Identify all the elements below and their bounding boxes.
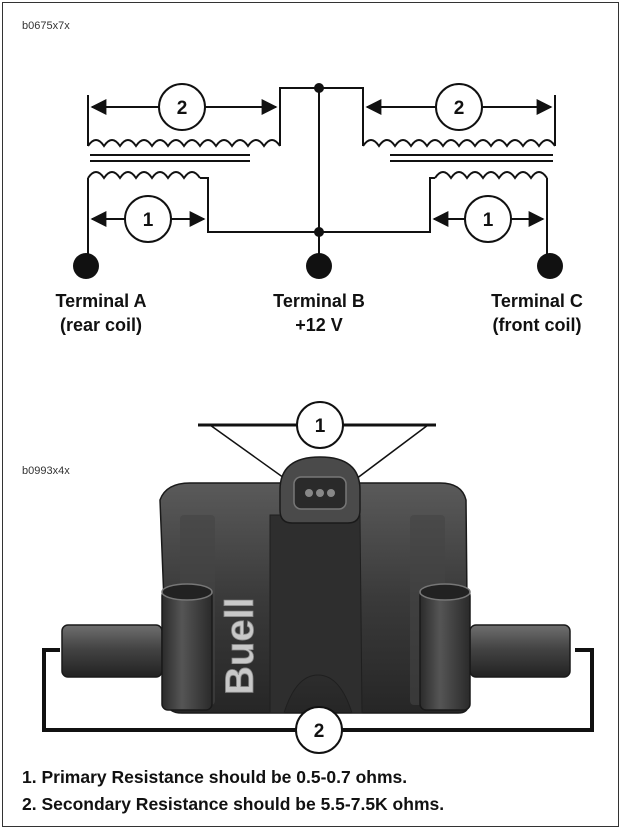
terminal-a-name: Terminal A [55, 291, 146, 311]
photo-figure-id: b0993x4x [22, 465, 70, 477]
callout-primary-right: 1 [483, 210, 494, 231]
terminal-b-dot [306, 253, 332, 279]
callout-primary-photo: 1 [315, 416, 326, 437]
coil-schematic: 2 2 1 1 Terminal A (rear coil) Terminal … [55, 83, 583, 335]
terminal-a-desc: (rear coil) [60, 315, 142, 335]
right-secondary-winding [362, 139, 556, 148]
right-primary-winding [434, 171, 548, 180]
terminal-c-desc: (front coil) [493, 315, 582, 335]
left-secondary-winding [87, 139, 281, 148]
left-secondary-lead-right [279, 87, 355, 146]
coil-illustration: 1 Buell 2 [42, 401, 594, 754]
schematic-figure-id: b0675x7x [22, 20, 70, 32]
terminal-a-dot [73, 253, 99, 279]
left-primary-winding [87, 171, 201, 180]
terminal-c-dot [537, 253, 563, 279]
note-primary-resistance: 1. Primary Resistance should be 0.5-0.7 … [22, 767, 408, 787]
callout-secondary-right: 2 [454, 98, 465, 119]
callout-primary-left: 1 [143, 210, 154, 231]
callout-secondary-left: 2 [177, 98, 188, 119]
terminal-c-name: Terminal C [491, 291, 583, 311]
callout-secondary-photo: 2 [314, 721, 325, 742]
terminal-b-desc: +12 V [295, 315, 343, 335]
buell-logo: Buell [218, 597, 262, 695]
resistance-notes: 1. Primary Resistance should be 0.5-0.7 … [22, 764, 444, 818]
note-secondary-resistance: 2. Secondary Resistance should be 5.5-7.… [22, 794, 445, 814]
terminal-b-name: Terminal B [273, 291, 365, 311]
right-secondary-lead-left [355, 87, 364, 146]
